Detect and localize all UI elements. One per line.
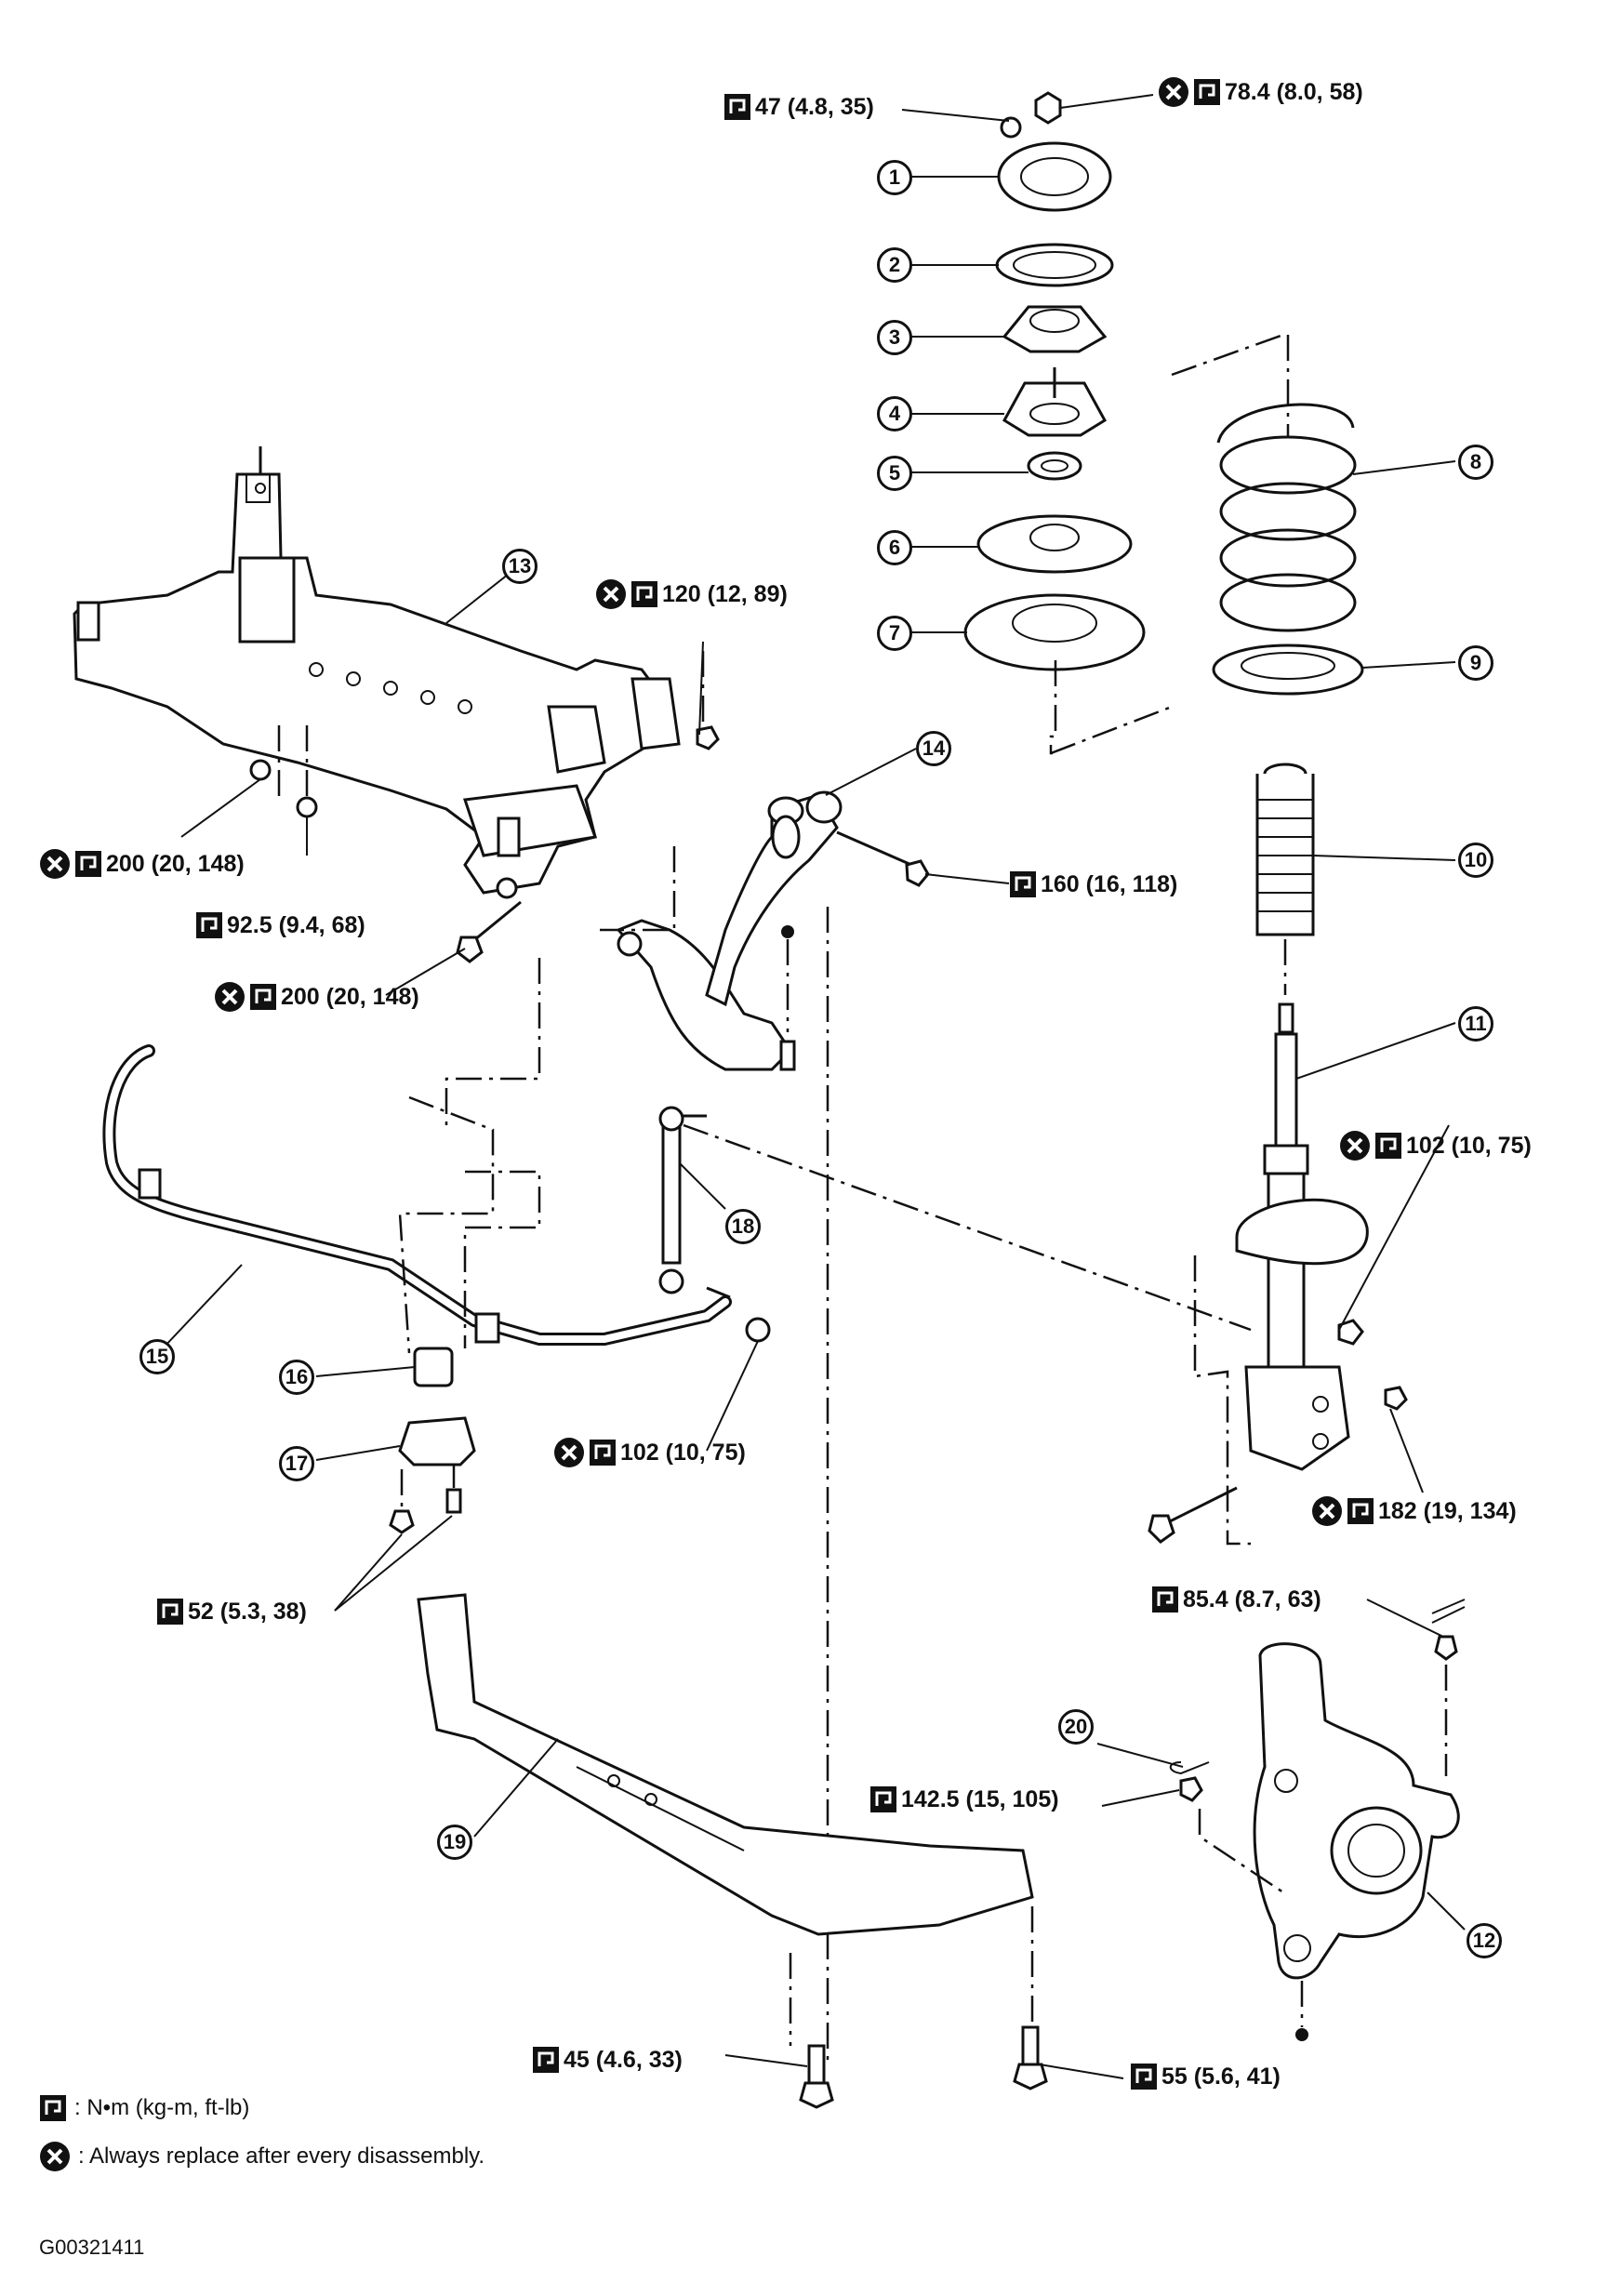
torque-spec-t3: 120 (12, 89) xyxy=(595,578,788,610)
replace-part-icon xyxy=(39,848,71,880)
torque-spec-t4: 200 (20, 148) xyxy=(39,848,245,880)
torque-spec-t7: 160 (16, 118) xyxy=(1009,870,1177,898)
torque-wrench-icon xyxy=(156,1598,184,1626)
callout-18: 18 xyxy=(725,1209,761,1244)
stabilizer-link xyxy=(658,1106,1252,1332)
torque-value: 92.5 (9.4, 68) xyxy=(227,911,365,938)
callout-11: 11 xyxy=(1458,1006,1493,1042)
front-crossmember xyxy=(73,446,720,963)
torque-wrench-icon xyxy=(1193,78,1221,106)
torque-value: 45 (4.6, 33) xyxy=(564,2046,683,2073)
torque-spec-t2: 78.4 (8.0, 58) xyxy=(1158,76,1363,108)
legend-replace-note: : Always replace after every disassembly… xyxy=(78,2143,485,2169)
torque-value: 142.5 (15, 105) xyxy=(901,1785,1059,1812)
torque-value: 182 (19, 134) xyxy=(1378,1497,1517,1524)
callout-14: 14 xyxy=(916,731,951,766)
torque-spec-t12: 85.4 (8.7, 63) xyxy=(1151,1586,1321,1613)
leader-lines xyxy=(162,94,1466,2079)
torque-value: 102 (10, 75) xyxy=(620,1439,746,1466)
torque-wrench-icon xyxy=(1347,1497,1374,1525)
callout-17: 17 xyxy=(279,1446,314,1481)
callout-10: 10 xyxy=(1458,843,1493,878)
coil-spring xyxy=(1212,335,1364,696)
torque-spec-t9: 102 (10, 75) xyxy=(553,1437,746,1468)
callout-13: 13 xyxy=(502,549,538,584)
stabilizer-bar xyxy=(102,958,771,1354)
torque-spec-t5: 92.5 (9.4, 68) xyxy=(195,911,365,939)
torque-wrench-icon xyxy=(195,911,223,939)
torque-value: 52 (5.3, 38) xyxy=(188,1598,307,1625)
replace-part-icon xyxy=(553,1437,585,1468)
torque-wrench-icon xyxy=(39,2094,67,2122)
torque-spec-t1: 47 (4.8, 35) xyxy=(723,93,874,121)
callout-2: 2 xyxy=(877,247,912,283)
torque-value: 102 (10, 75) xyxy=(1406,1132,1532,1159)
callout-7: 7 xyxy=(877,616,912,651)
callout-1: 1 xyxy=(877,160,912,195)
torque-spec-t10: 182 (19, 134) xyxy=(1311,1495,1517,1527)
callout-12: 12 xyxy=(1467,1923,1502,1958)
legend-replace-row: : Always replace after every disassembly… xyxy=(39,2141,484,2172)
callout-20: 20 xyxy=(1058,1709,1094,1745)
callout-3: 3 xyxy=(877,320,912,355)
torque-wrench-icon xyxy=(74,850,102,878)
bump-stop-boot xyxy=(1255,763,1315,995)
torque-wrench-icon xyxy=(1009,870,1037,898)
callout-4: 4 xyxy=(877,396,912,431)
torque-value: 47 (4.8, 35) xyxy=(755,93,874,120)
legend-torque-row: : N•m (kg-m, ft-lb) xyxy=(39,2094,249,2122)
replace-part-icon xyxy=(1311,1495,1343,1527)
replace-part-icon xyxy=(214,981,246,1013)
replace-part-icon xyxy=(1158,76,1189,108)
torque-spec-t13: 142.5 (15, 105) xyxy=(869,1785,1059,1813)
strut-mount-stack xyxy=(963,91,1284,755)
strut-assembly xyxy=(1148,1002,1408,1546)
torque-spec-t11: 52 (5.3, 38) xyxy=(156,1598,307,1626)
callout-15: 15 xyxy=(139,1339,175,1374)
torque-wrench-icon xyxy=(630,580,658,608)
torque-wrench-icon xyxy=(1130,2063,1158,2090)
torque-value: 55 (5.6, 41) xyxy=(1161,2063,1281,2090)
torque-spec-t15: 55 (5.6, 41) xyxy=(1130,2063,1281,2090)
torque-wrench-icon xyxy=(1151,1586,1179,1613)
torque-wrench-icon xyxy=(532,2046,560,2074)
legend-torque-unit: : N•m (kg-m, ft-lb) xyxy=(74,2095,250,2120)
torque-wrench-icon xyxy=(249,983,277,1011)
lower-control-arm xyxy=(600,790,930,2064)
replace-part-icon xyxy=(1339,1130,1371,1161)
torque-value: 200 (20, 148) xyxy=(106,850,245,877)
callout-19: 19 xyxy=(437,1825,472,1860)
replace-part-icon xyxy=(595,578,627,610)
torque-value: 200 (20, 148) xyxy=(281,983,419,1010)
torque-wrench-icon xyxy=(589,1439,617,1467)
callout-16: 16 xyxy=(279,1360,314,1395)
torque-wrench-icon xyxy=(869,1785,897,1813)
torque-value: 78.4 (8.0, 58) xyxy=(1225,78,1363,105)
replace-part-icon xyxy=(39,2141,71,2172)
stabilizer-bushing-and-clamp xyxy=(389,1347,476,1534)
torque-spec-t8: 102 (10, 75) xyxy=(1339,1130,1532,1161)
torque-value: 160 (16, 118) xyxy=(1041,870,1178,897)
torque-spec-t6: 200 (20, 148) xyxy=(214,981,419,1013)
front-suspension-member-stay xyxy=(417,1593,1048,2109)
callout-6: 6 xyxy=(877,530,912,565)
torque-spec-t14: 45 (4.6, 33) xyxy=(532,2046,683,2074)
steering-knuckle xyxy=(1169,1599,1466,2041)
figure-code: G00321411 xyxy=(39,2236,145,2259)
torque-value: 120 (12, 89) xyxy=(662,580,788,607)
callout-9: 9 xyxy=(1458,645,1493,681)
torque-wrench-icon xyxy=(723,93,751,121)
callout-8: 8 xyxy=(1458,445,1493,480)
callout-5: 5 xyxy=(877,456,912,491)
torque-wrench-icon xyxy=(1374,1132,1402,1160)
torque-value: 85.4 (8.7, 63) xyxy=(1183,1586,1321,1613)
